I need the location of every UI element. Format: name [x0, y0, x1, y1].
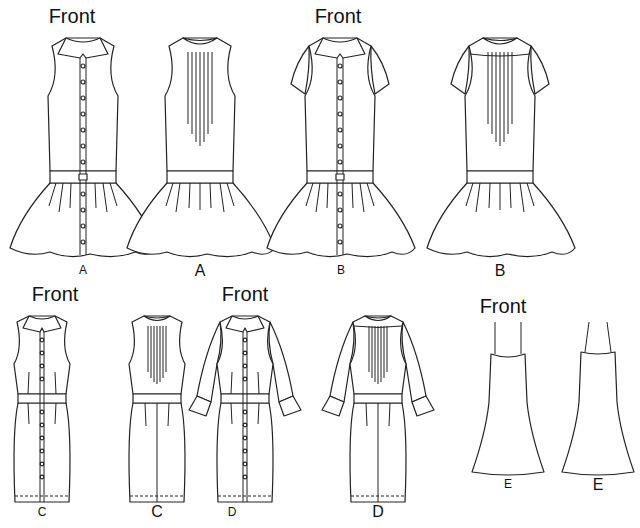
variant-letter: D: [228, 506, 237, 518]
view-label: Front: [480, 296, 527, 316]
variant-letter: A: [195, 263, 206, 279]
variant-letter: C: [151, 504, 163, 520]
variant-letter: B: [337, 264, 345, 276]
view-label: Front: [49, 6, 96, 26]
variant-letter: A: [79, 264, 87, 276]
variant-letter: B: [495, 263, 506, 279]
view-label: Front: [222, 284, 269, 304]
variant-letter: D: [372, 504, 384, 520]
variant-letter: E: [593, 477, 604, 493]
view-label: Front: [32, 284, 79, 304]
variant-letter: C: [38, 506, 47, 518]
variant-letter: E: [504, 478, 512, 490]
view-label: Front: [315, 6, 362, 26]
